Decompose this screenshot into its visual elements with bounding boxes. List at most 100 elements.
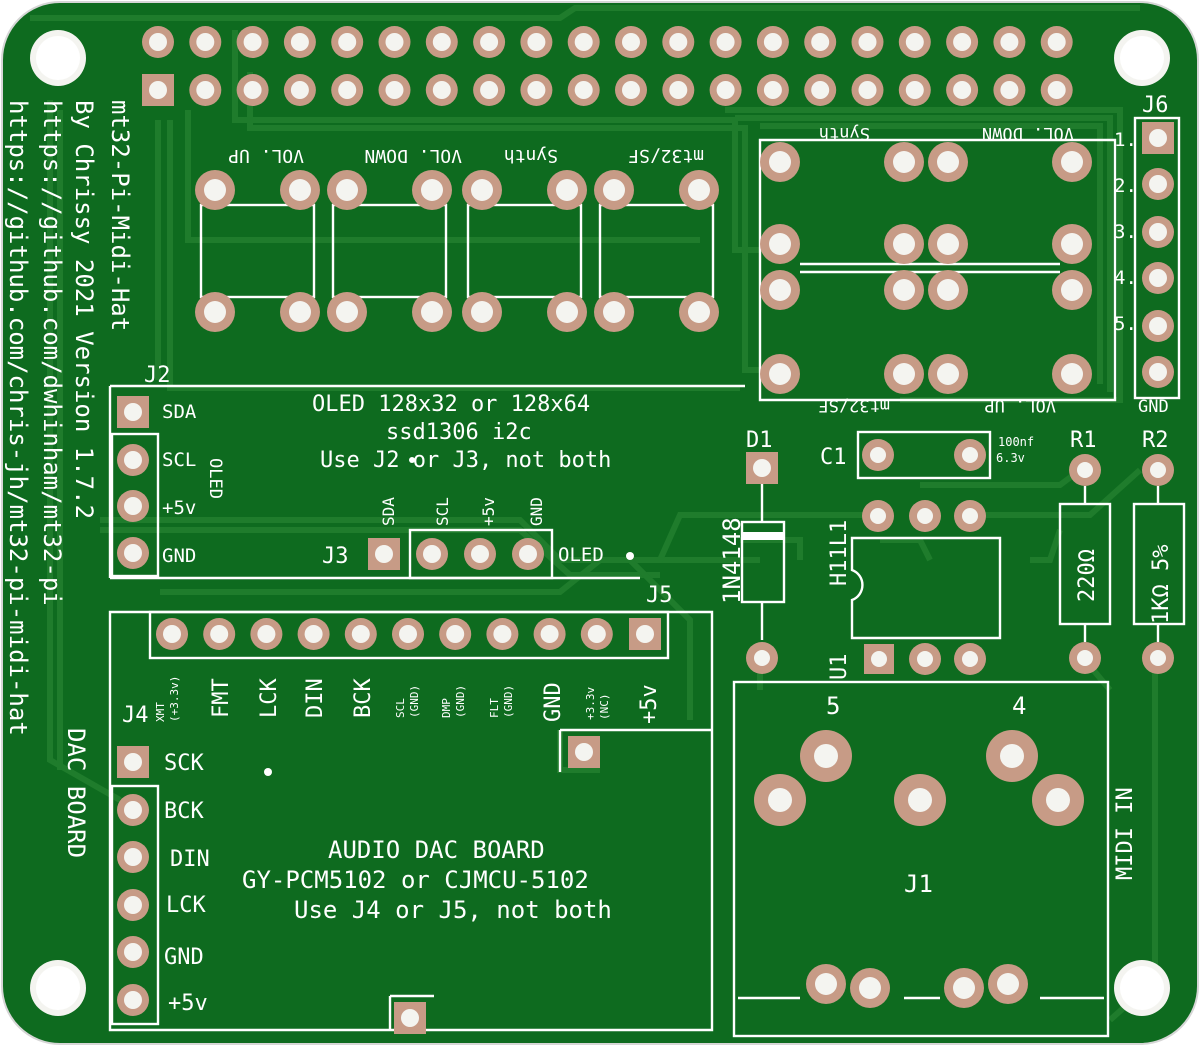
button-pin <box>1052 224 1092 264</box>
gpio-pin <box>851 74 884 106</box>
gpio-header <box>142 26 1073 106</box>
gpio-pin <box>898 26 931 58</box>
j5-33v: +3.3v <box>584 687 597 720</box>
oled-section: OLED 128x32 or 128x64 ssd1306 i2c Use J2… <box>108 363 745 580</box>
gpio-pin <box>851 26 884 58</box>
button-pin <box>679 292 719 332</box>
j6-pin2: 2. <box>1114 175 1137 197</box>
j5-33v-sub: (NC) <box>598 694 611 721</box>
j2-pin <box>117 490 149 522</box>
j6-pin <box>1142 168 1174 200</box>
gpio-pin <box>804 26 837 58</box>
j4-gnd: GND <box>164 945 204 970</box>
j6-pin <box>1142 310 1174 342</box>
gpio-pin <box>615 74 647 106</box>
j3-sda: SDA <box>379 497 398 526</box>
j2-scl: SCL <box>162 449 196 471</box>
j4-pin <box>117 889 149 921</box>
j3-scl: SCL <box>433 497 452 526</box>
button-outline <box>199 203 316 299</box>
j1-ref: J1 <box>904 870 933 898</box>
u1-ref: U1 <box>827 654 852 681</box>
j4-pin <box>117 794 149 826</box>
button-pin <box>594 292 634 332</box>
gpio-pin <box>142 74 174 106</box>
button-pin <box>884 270 924 310</box>
oled-line3: Use J2 or J3, not both <box>320 448 611 473</box>
gpio-pin <box>236 74 269 106</box>
credits-url2: https://github.com/chris-jh/mt32-pi-midi… <box>4 100 32 736</box>
j5-bck: BCK <box>351 678 376 718</box>
j1-pin <box>944 968 984 1008</box>
gpio-pin <box>236 26 269 58</box>
j6-pin <box>1142 262 1174 294</box>
button-pin <box>547 292 587 332</box>
j4-5v: +5v <box>168 991 208 1016</box>
btn-label-mt32sf-r: mt32/SF <box>818 395 890 415</box>
r1-ref: R1 <box>1070 428 1097 453</box>
j1-pin <box>894 774 946 826</box>
gpio-pin <box>425 26 458 58</box>
j5-scl-sub: (GND) <box>408 685 421 718</box>
j4-pin <box>117 936 149 968</box>
j3-5v: +5v <box>479 497 498 526</box>
button-pin <box>884 354 924 394</box>
right-buttons-outline <box>758 138 1117 402</box>
gpio-pin <box>709 74 742 106</box>
j2-5v: +5v <box>162 497 196 519</box>
button-pin <box>462 170 502 210</box>
r1-value: 220Ω <box>1075 549 1100 602</box>
oled-line1: OLED 128x32 or 128x64 <box>312 392 590 417</box>
dac-board-label: DAC BOARD <box>62 728 90 858</box>
j5-pin <box>203 618 236 650</box>
gpio-pin <box>804 74 837 106</box>
gpio-pin <box>425 74 458 106</box>
j1-pin <box>986 730 1038 782</box>
r2-resistor: R2 1KΩ 5% <box>1132 428 1186 674</box>
j3-pin <box>512 538 544 570</box>
button-pin <box>412 170 452 210</box>
r2-value: 1KΩ 5% <box>1149 545 1174 624</box>
u1-value: H11L1 <box>827 520 852 586</box>
gpio-pin <box>378 74 411 106</box>
gpio-pin <box>662 74 695 106</box>
j5-pin <box>392 618 424 650</box>
oled-side-label: OLED <box>205 458 225 499</box>
credits: mt32-Pi-Midi-Hat By Chrissy 2021 Version… <box>4 100 134 858</box>
j5-pin <box>250 618 283 650</box>
j4-sck: SCK <box>164 751 204 776</box>
gpio-pin <box>473 26 506 58</box>
j5-fmt: FMT <box>209 678 234 718</box>
j5-flt: FLT <box>488 698 501 718</box>
j5-pin <box>533 618 566 650</box>
gpio-pin <box>709 26 742 58</box>
right-buttons: Synth VOL. DOWN mt32/SF VOL. UP <box>758 123 1117 415</box>
gpio-pin <box>1040 74 1073 106</box>
gpio-pin <box>189 74 222 106</box>
credits-url1: https://github.com/dwhinham/mt32-pi <box>38 100 66 606</box>
button-pin <box>928 142 968 182</box>
j3-pin <box>416 538 448 570</box>
gpio-pin <box>331 26 364 58</box>
gpio-pin <box>993 74 1026 106</box>
j6-pin <box>1142 356 1174 388</box>
j1-pin <box>1032 774 1084 826</box>
gpio-pin <box>756 74 789 106</box>
button-pin <box>760 354 800 394</box>
j1-label: MIDI IN <box>1113 787 1138 880</box>
j4-pin <box>117 841 149 873</box>
gpio-pin <box>567 26 600 58</box>
gpio-pin <box>189 26 222 58</box>
j4-lck: LCK <box>166 893 206 918</box>
gpio-pin <box>993 26 1026 58</box>
j3-oled-label: OLED <box>558 544 604 566</box>
j1-pin5: 5 <box>826 692 840 720</box>
button-pin <box>884 224 924 264</box>
j5-pin <box>344 618 377 650</box>
j3-pin <box>464 538 496 570</box>
gpio-pin <box>567 74 600 106</box>
credits-author: By Chrissy 2021 Version 1.7.2 <box>70 100 98 519</box>
j2-pin <box>117 537 149 569</box>
btn-label-voldown-r: VOL. DOWN <box>982 123 1074 143</box>
